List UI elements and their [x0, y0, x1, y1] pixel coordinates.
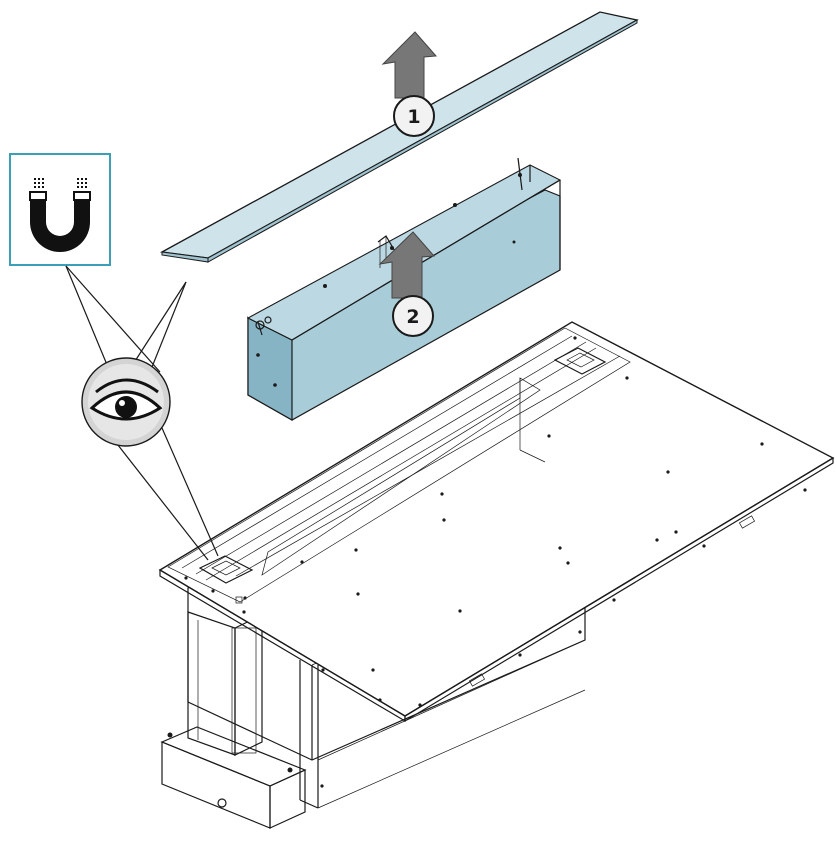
- step-2-callout: 2: [392, 295, 434, 337]
- magnet-clip-rear: [553, 347, 607, 375]
- cooktop-glass-top: [158, 321, 835, 788]
- magnet-callout: [9, 153, 111, 266]
- step-2-lift-arrow: [378, 231, 436, 299]
- cooktop-unit: [158, 321, 835, 829]
- up-arrow-icon: [381, 31, 438, 99]
- magnet-icon: [29, 178, 91, 252]
- up-arrow-icon: [378, 231, 436, 299]
- step-1-callout: 1: [393, 95, 435, 137]
- magnet-clip-front: [198, 555, 254, 584]
- step-1-number: 1: [407, 106, 420, 128]
- step-2-number: 2: [406, 306, 419, 328]
- step-1-lift-arrow: [381, 31, 438, 99]
- fastener-dots: [184, 336, 807, 788]
- inspect-callout: [81, 357, 171, 447]
- glass-cover-panel: [159, 11, 639, 263]
- leader-lines: [65, 265, 219, 561]
- eye-icon: [89, 378, 163, 421]
- cooktop-housing: [160, 454, 586, 829]
